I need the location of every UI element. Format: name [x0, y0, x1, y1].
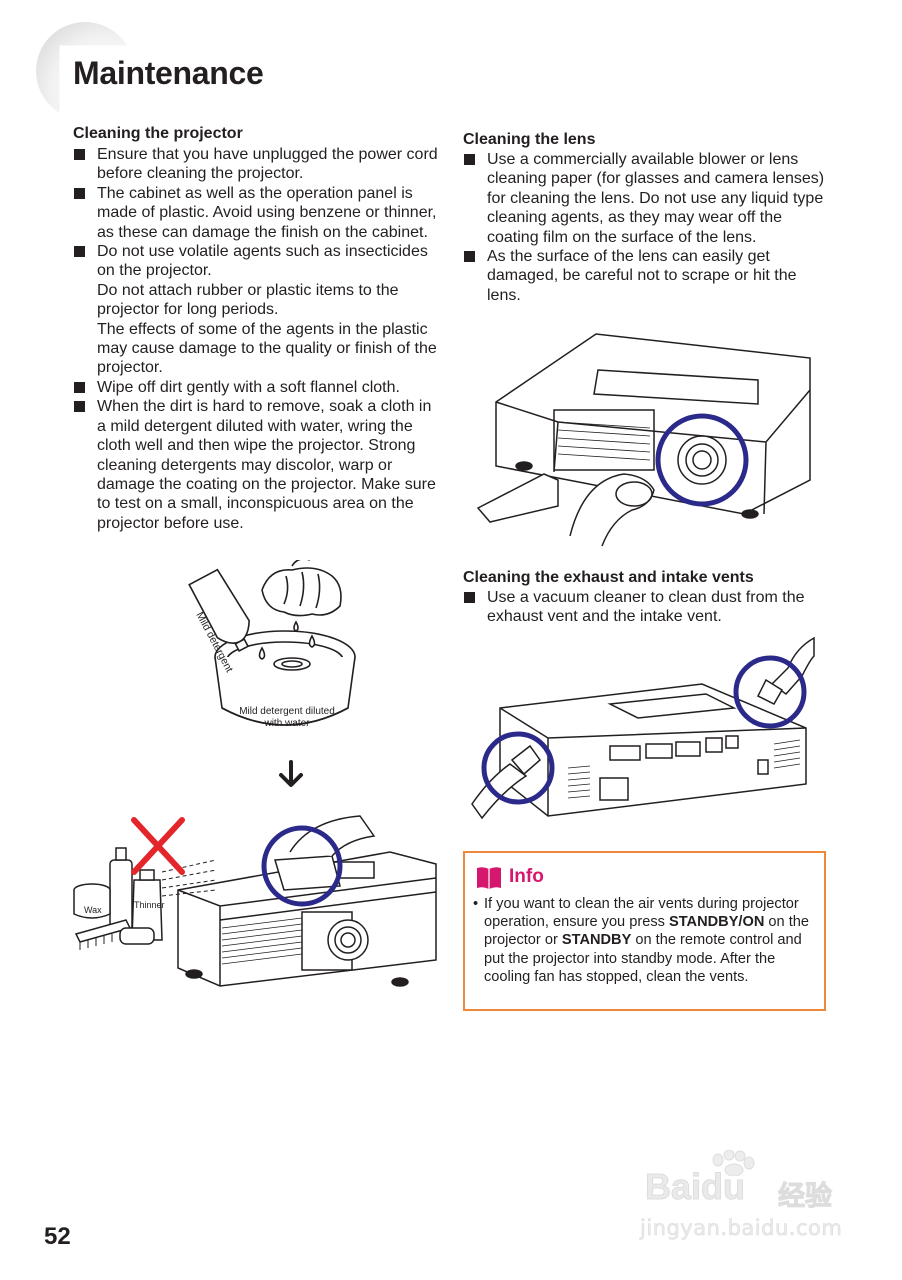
page-number: 52 [44, 1223, 71, 1250]
wax-label: Wax [84, 905, 102, 915]
detergent-bowl-illustration [180, 560, 380, 740]
cleaning-projector-heading: Cleaning the projector [73, 125, 243, 142]
list-item: Do not use volatile agents such as insec… [73, 242, 443, 378]
bowl-label-line-1: Mild detergent diluted [239, 706, 335, 717]
list-item: As the surface of the lens can easily ge… [463, 247, 833, 305]
cleaning-vents-heading: Cleaning the exhaust and intake vents [463, 569, 754, 586]
page-title: Maintenance [73, 55, 264, 91]
list-item: The cabinet as well as the operation pan… [73, 184, 443, 242]
wipe-projector-illustration [70, 800, 450, 1000]
info-text-part: If you want to clean the air vents durin… [484, 896, 799, 931]
watermark-brand: Baidu [644, 1166, 746, 1208]
standby-on-label: STANDBY/ON [668, 914, 765, 931]
thinner-label: Thinner [134, 900, 165, 910]
lens-cleaning-illustration [474, 330, 814, 550]
list-item: When the dirt is hard to remove, soak a … [73, 397, 443, 533]
down-arrow-icon [276, 760, 306, 790]
list-item-text: When the dirt is hard to remove, soak a … [97, 398, 436, 532]
list-item: Use a vacuum cleaner to clean dust from … [463, 588, 833, 627]
book-icon [475, 865, 503, 896]
list-item-text: The effects of some of the agents in the… [97, 320, 437, 377]
info-title: Info [509, 866, 544, 887]
baidu-watermark: Baidu 经验 jingyan.baidu.com [640, 1150, 850, 1245]
list-item-text: As the surface of the lens can easily ge… [487, 248, 797, 304]
list-item-text: Wipe off dirt gently with a soft flannel… [97, 378, 400, 396]
list-item-text: Do not attach rubber or plastic items to… [97, 281, 399, 319]
list-item: Use a commercially available blower or l… [463, 150, 833, 247]
bowl-label-line-2: with water [264, 718, 310, 729]
standby-label: STANDBY [561, 932, 632, 949]
list-item-text: Use a vacuum cleaner to clean dust from … [487, 589, 805, 626]
info-text-part: on the remote control and put the projec… [484, 932, 802, 985]
list-item-text: Do not use volatile agents such as insec… [97, 243, 428, 280]
cleaning-vents-list: Use a vacuum cleaner to clean dust from … [463, 588, 833, 627]
info-text-part: on the projector or [484, 914, 810, 949]
info-text: • If you want to clean the air vents dur… [473, 895, 813, 986]
info-box: Info • If you want to clean the air vent… [463, 851, 826, 1011]
watermark-url: jingyan.baidu.com [640, 1216, 843, 1241]
list-item: Wipe off dirt gently with a soft flannel… [73, 378, 443, 397]
cleaning-lens-heading: Cleaning the lens [463, 131, 596, 148]
vent-cleaning-illustration [470, 628, 815, 828]
list-item-text: The cabinet as well as the operation pan… [97, 184, 437, 241]
cleaning-lens-list: Use a commercially available blower or l… [463, 150, 833, 305]
list-item-text: Use a commercially available blower or l… [487, 151, 825, 246]
bullet: • [473, 896, 479, 912]
paw-icon [712, 1150, 755, 1176]
cleaning-projector-list: Ensure that you have unplugged the power… [73, 145, 443, 533]
watermark-chinese: 经验 [778, 1181, 833, 1213]
list-item: Ensure that you have unplugged the power… [73, 145, 443, 184]
list-item-text: Ensure that you have unplugged the power… [97, 146, 438, 183]
